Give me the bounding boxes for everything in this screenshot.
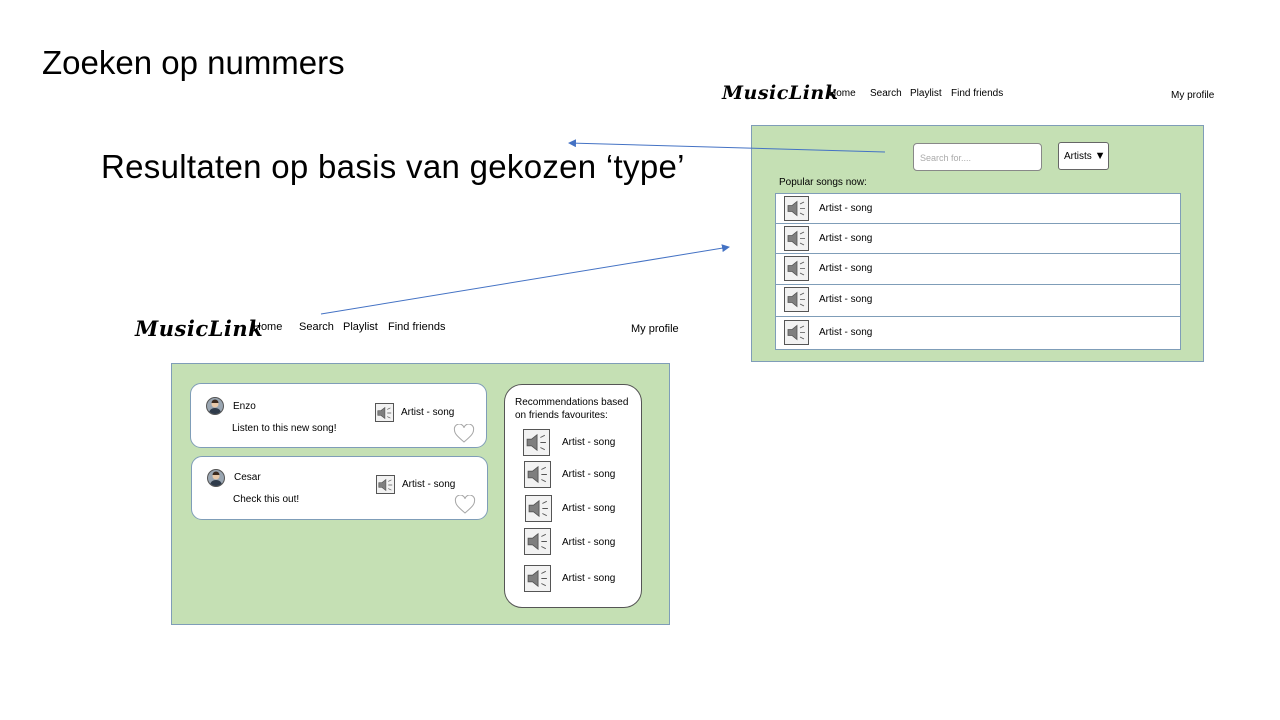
heart-icon[interactable]	[454, 495, 476, 515]
home-page-nav-playlist[interactable]: Playlist	[343, 321, 378, 333]
popular-songs-label: Popular songs now:	[779, 177, 867, 188]
list-item[interactable]: Artist - song	[776, 224, 1180, 254]
home-page-profile-link[interactable]: My profile	[631, 323, 679, 335]
chevron-down-icon: ▼	[1094, 150, 1106, 162]
song-label: Artist - song	[819, 294, 873, 305]
search-page-nav-search[interactable]: Search	[870, 88, 902, 99]
avatar[interactable]	[207, 469, 225, 487]
heart-icon[interactable]	[453, 424, 475, 444]
song-label: Artist - song	[819, 327, 873, 338]
list-item[interactable]: Artist - song	[776, 317, 1180, 349]
post-author-name[interactable]: Cesar	[234, 472, 261, 483]
speaker-icon[interactable]	[784, 196, 809, 221]
post-song-label: Artist - song	[402, 479, 456, 490]
speaker-icon[interactable]	[784, 226, 809, 251]
search-page-profile-link[interactable]: My profile	[1171, 90, 1215, 101]
type-dropdown-label: Artists	[1064, 151, 1092, 162]
speaker-icon[interactable]	[375, 403, 394, 422]
speaker-icon[interactable]	[784, 320, 809, 345]
home-page-logo[interactable]: MusicLink	[135, 316, 264, 341]
search-page-nav-playlist[interactable]: Playlist	[910, 88, 942, 99]
recommendation-song-label[interactable]: Artist - song	[562, 503, 616, 514]
speaker-icon[interactable]	[524, 528, 551, 555]
friend-post-card	[190, 383, 487, 448]
post-song-label: Artist - song	[401, 407, 455, 418]
song-label: Artist - song	[819, 263, 873, 274]
type-dropdown[interactable]: Artists ▼	[1058, 142, 1109, 170]
song-label: Artist - song	[819, 203, 873, 214]
post-message: Check this out!	[233, 494, 300, 505]
speaker-icon[interactable]	[784, 287, 809, 312]
slide-title: Zoeken op nummers	[42, 44, 345, 81]
list-item[interactable]: Artist - song	[776, 194, 1180, 224]
speaker-icon[interactable]	[525, 495, 552, 522]
post-message: Listen to this new song!	[232, 423, 337, 434]
recommendation-song-label[interactable]: Artist - song	[562, 573, 616, 584]
song-label: Artist - song	[819, 233, 873, 244]
home-page-nav-find-friends[interactable]: Find friends	[388, 321, 446, 333]
list-item[interactable]: Artist - song	[776, 254, 1180, 285]
arrow-search-to-search-page	[320, 244, 730, 315]
search-page-nav-home[interactable]: Home	[829, 88, 856, 99]
speaker-icon[interactable]	[524, 565, 551, 592]
popular-songs-list: Artist - song Artist - song Artist - son…	[775, 193, 1181, 350]
search-page-nav-find-friends[interactable]: Find friends	[951, 88, 1004, 99]
home-page-nav-home[interactable]: Home	[253, 321, 283, 333]
speaker-icon[interactable]	[784, 256, 809, 281]
speaker-icon[interactable]	[523, 429, 550, 456]
search-page-logo[interactable]: MusicLink	[722, 82, 839, 104]
recommendation-song-label[interactable]: Artist - song	[562, 469, 616, 480]
recommendations-title: Recommendations based on friends favouri…	[515, 397, 629, 421]
search-input[interactable]: Search for....	[913, 143, 1042, 171]
recommendation-song-label[interactable]: Artist - song	[562, 537, 616, 548]
slide-subtitle: Resultaten op basis van gekozen ‘type’	[101, 148, 685, 185]
recommendation-song-label[interactable]: Artist - song	[562, 437, 616, 448]
avatar[interactable]	[206, 397, 224, 415]
list-item[interactable]: Artist - song	[776, 285, 1180, 317]
home-page-nav-search[interactable]: Search	[299, 321, 334, 333]
speaker-icon[interactable]	[524, 461, 551, 488]
friend-post-card	[191, 456, 488, 520]
speaker-icon[interactable]	[376, 475, 395, 494]
post-author-name[interactable]: Enzo	[233, 401, 256, 412]
